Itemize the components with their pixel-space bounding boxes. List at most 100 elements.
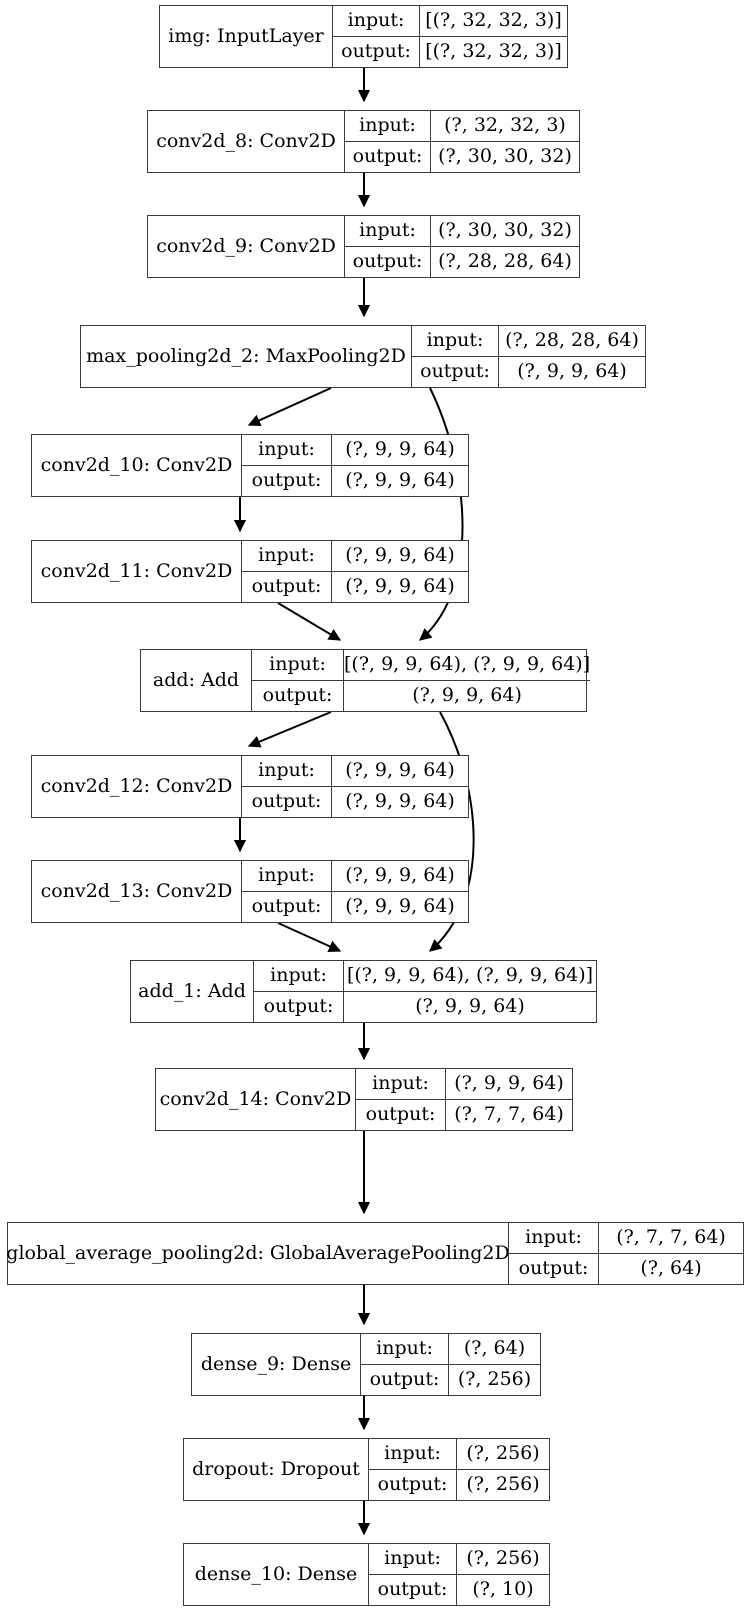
layer-node-dense_10[interactable]: dense_10: Dense input:(?, 256)output:(?, … (183, 1543, 550, 1606)
io-label-output: output: (508, 1253, 598, 1284)
io-value-output: (?, 9, 9, 64) (331, 786, 468, 817)
layer-name: img: InputLayer (168, 25, 324, 47)
io-label-input: input: (251, 650, 343, 680)
io-value-input: (?, 64) (448, 1334, 540, 1364)
io-value-input: (?, 9, 9, 64) (331, 756, 468, 786)
io-value-input: (?, 30, 30, 32) (430, 216, 579, 246)
edge-add-to-conv2d_12 (247, 711, 332, 748)
io-label-input: input: (344, 111, 430, 141)
layer-io-row-input: input:(?, 9, 9, 64) (355, 1069, 572, 1100)
layer-io-row-output: output:(?, 30, 30, 32) (344, 141, 579, 172)
io-value-output: (?, 10) (456, 1574, 549, 1605)
io-value-output: (?, 9, 9, 64) (331, 571, 468, 602)
layer-name: dense_10: Dense (194, 1563, 358, 1585)
layer-node-dense_9[interactable]: dense_9: Dense input:(?, 64)output:(?, 25… (191, 1333, 541, 1396)
layer-io-row-input: input:[(?, 9, 9, 64), (?, 9, 9, 64)] (253, 961, 596, 992)
io-label-input: input: (241, 756, 331, 786)
io-label-input: input: (241, 541, 331, 571)
layer-io-row-output: output:(?, 9, 9, 64) (251, 680, 590, 711)
io-value-output: (?, 256) (456, 1469, 549, 1500)
io-label-input: input: (344, 216, 430, 246)
layer-io-table: input:(?, 30, 30, 32)output:(?, 28, 28, … (344, 216, 579, 277)
edge-max_pooling2d_2-to-conv2d_10 (247, 387, 332, 427)
io-label-input: input: (355, 1069, 445, 1099)
io-label-output: output: (241, 571, 331, 602)
layer-name: dropout: Dropout (192, 1458, 360, 1480)
io-value-output: (?, 9, 9, 64) (343, 991, 596, 1022)
layer-io-table: input:(?, 9, 9, 64)output:(?, 9, 9, 64) (241, 861, 468, 922)
io-label-output: output: (344, 141, 430, 172)
layer-io-row-output: output:(?, 9, 9, 64) (241, 465, 468, 496)
layer-node-global_average_pooling2d[interactable]: global_average_pooling2d: GlobalAverageP… (6, 1222, 744, 1285)
layer-io-table: input:(?, 256)output:(?, 10) (368, 1544, 549, 1605)
layer-name: max_pooling2d_2: MaxPooling2D (86, 345, 406, 367)
io-label-input: input: (253, 961, 343, 991)
io-value-input: [(?, 9, 9, 64), (?, 9, 9, 64)] (343, 650, 590, 680)
layer-io-row-output: output:(?, 256) (360, 1364, 540, 1395)
io-value-output: (?, 9, 9, 64) (343, 680, 590, 711)
layer-io-table: input:(?, 256)output:(?, 256) (368, 1439, 549, 1500)
layer-node-dropout[interactable]: dropout: Dropout input:(?, 256)output:(?,… (183, 1438, 550, 1501)
io-label-input: input: (368, 1544, 456, 1574)
io-value-input: (?, 32, 32, 3) (430, 111, 579, 141)
layer-io-row-input: input:(?, 256) (368, 1544, 549, 1575)
io-value-input: [(?, 9, 9, 64), (?, 9, 9, 64)] (343, 961, 596, 991)
io-label-input: input: (241, 435, 331, 465)
layer-io-row-input: input:(?, 7, 7, 64) (508, 1223, 743, 1254)
io-label-output: output: (241, 786, 331, 817)
io-value-output: (?, 28, 28, 64) (430, 246, 579, 277)
io-value-output: (?, 7, 7, 64) (445, 1099, 572, 1130)
io-value-input: [(?, 32, 32, 3)] (419, 6, 567, 36)
io-label-input: input: (368, 1439, 456, 1469)
io-value-input: (?, 28, 28, 64) (498, 326, 645, 356)
layer-node-conv2d_9[interactable]: conv2d_9: Conv2D input:(?, 30, 30, 32)out… (147, 215, 580, 278)
layer-node-add[interactable]: add: Add input:[(?, 9, 9, 64), (?, 9, 9, … (140, 649, 591, 712)
layer-io-table: input:(?, 9, 9, 64)output:(?, 9, 9, 64) (241, 435, 468, 496)
layer-node-conv2d_10[interactable]: conv2d_10: Conv2D input:(?, 9, 9, 64)outp… (31, 434, 469, 497)
layer-name: conv2d_9: Conv2D (156, 235, 336, 257)
io-label-output: output: (241, 465, 331, 496)
layer-name: dense_9: Dense (200, 1353, 352, 1375)
io-label-output: output: (411, 356, 498, 387)
io-label-output: output: (253, 991, 343, 1022)
io-label-output: output: (360, 1364, 448, 1395)
layer-io-row-input: input:(?, 9, 9, 64) (241, 435, 468, 466)
layer-io-row-output: output:[(?, 32, 32, 3)] (332, 36, 567, 67)
layer-node-conv2d_11[interactable]: conv2d_11: Conv2D input:(?, 9, 9, 64)outp… (31, 540, 469, 603)
layer-node-img[interactable]: img: InputLayer input:[(?, 32, 32, 3)]out… (159, 5, 568, 68)
layer-io-table: input:[(?, 32, 32, 3)]output:[(?, 32, 32… (332, 6, 567, 67)
io-value-input: (?, 9, 9, 64) (331, 435, 468, 465)
layer-io-table: input:(?, 9, 9, 64)output:(?, 7, 7, 64) (355, 1069, 572, 1130)
layer-name: add_1: Add (138, 980, 246, 1002)
layer-name: conv2d_11: Conv2D (40, 560, 233, 582)
layer-io-table: input:(?, 7, 7, 64)output:(?, 64) (508, 1223, 743, 1284)
io-label-output: output: (368, 1469, 456, 1500)
layer-io-table: input:(?, 64)output:(?, 256) (360, 1334, 540, 1395)
layer-io-row-output: output:(?, 9, 9, 64) (241, 786, 468, 817)
layer-io-table: input:(?, 28, 28, 64)output:(?, 9, 9, 64… (411, 326, 645, 387)
io-label-output: output: (251, 680, 343, 711)
io-label-output: output: (332, 36, 419, 67)
layer-node-add_1[interactable]: add_1: Add input:[(?, 9, 9, 64), (?, 9, 9… (130, 960, 597, 1023)
layer-io-row-output: output:(?, 64) (508, 1253, 743, 1284)
layer-io-row-input: input:(?, 28, 28, 64) (411, 326, 645, 357)
io-label-output: output: (368, 1574, 456, 1605)
layer-io-table: input:[(?, 9, 9, 64), (?, 9, 9, 64)]outp… (251, 650, 591, 711)
edge-conv2d_11-to-add (277, 602, 342, 641)
io-value-input: (?, 256) (456, 1439, 549, 1469)
io-value-input: (?, 9, 9, 64) (331, 861, 468, 891)
io-value-input: (?, 7, 7, 64) (598, 1223, 743, 1253)
layer-io-table: input:(?, 32, 32, 3)output:(?, 30, 30, 3… (344, 111, 579, 172)
io-label-output: output: (241, 891, 331, 922)
edge-conv2d_13-to-add_1 (277, 922, 342, 953)
layer-name: add: Add (152, 669, 240, 691)
io-value-input: (?, 9, 9, 64) (331, 541, 468, 571)
layer-name: conv2d_10: Conv2D (40, 454, 233, 476)
io-value-output: (?, 256) (448, 1364, 540, 1395)
layer-io-row-input: input:(?, 9, 9, 64) (241, 861, 468, 892)
